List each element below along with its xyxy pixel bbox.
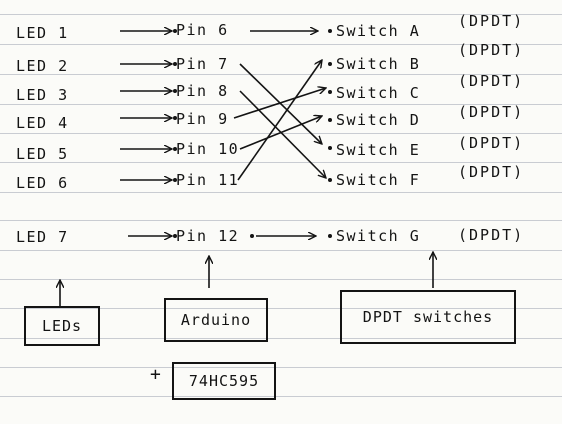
- switch-type: (DPDT): [458, 134, 525, 152]
- switch-dot: [328, 90, 332, 94]
- switch-dot: [328, 178, 332, 182]
- switch-type: (DPDT): [458, 226, 525, 244]
- plus-sign: +: [150, 364, 161, 385]
- switch-dot: [328, 29, 332, 33]
- wire-pin8-switch-f: [239, 90, 326, 178]
- switch-dot: [328, 62, 332, 66]
- pin-dot: [173, 178, 177, 182]
- pin-dot: [173, 234, 177, 238]
- switch-label: Switch A: [336, 22, 421, 40]
- switch-label: Switch C: [336, 84, 421, 102]
- switch-dot: [328, 146, 332, 150]
- switch-type: (DPDT): [458, 103, 525, 121]
- led-label: LED 6: [16, 174, 69, 192]
- switch-type: (DPDT): [458, 12, 525, 30]
- switch-label: Switch F: [336, 171, 421, 189]
- ruled-line: [0, 192, 562, 193]
- led-label: LED 7: [16, 228, 69, 246]
- ruled-line: [0, 396, 562, 397]
- ruled-line: [0, 250, 562, 251]
- ruled-line: [0, 74, 562, 75]
- pin-dot: [173, 89, 177, 93]
- pin-label: Pin 9: [176, 110, 229, 128]
- switch-dot: [328, 118, 332, 122]
- ruled-line: [0, 220, 562, 221]
- shift-register-box: 74HC595: [172, 362, 276, 400]
- switch-dot: [328, 234, 332, 238]
- pin-dot: [173, 147, 177, 151]
- pin-dot: [173, 62, 177, 66]
- pin-label: Pin 8: [176, 82, 229, 100]
- wire-pin9-switch-c: [233, 88, 326, 119]
- switch-label: Switch D: [336, 111, 421, 129]
- dpdt-switches-box: DPDT switches: [340, 290, 516, 344]
- wire-pin7-switch-e: [239, 63, 322, 144]
- ruled-line: [0, 14, 562, 15]
- led-label: LED 1: [16, 24, 69, 42]
- ruled-line: [0, 279, 562, 280]
- arduino-box: Arduino: [164, 298, 268, 342]
- ruled-line: [0, 367, 562, 368]
- pin-label: Pin 11: [176, 171, 240, 189]
- pin12-end-dot: [250, 234, 254, 238]
- pin-dot: [173, 29, 177, 33]
- wire-pin10-switch-d: [239, 116, 322, 150]
- led-label: LED 5: [16, 145, 69, 163]
- switch-type: (DPDT): [458, 163, 525, 181]
- switch-label: Switch B: [336, 55, 421, 73]
- pin-label: Pin 7: [176, 55, 229, 73]
- led-label: LED 4: [16, 114, 69, 132]
- switch-type: (DPDT): [458, 41, 525, 59]
- ruled-line: [0, 162, 562, 163]
- leds-box: LEDs: [24, 306, 100, 346]
- led-label: LED 3: [16, 86, 69, 104]
- pin-label: Pin 6: [176, 21, 229, 39]
- switch-label: Switch G: [336, 227, 421, 245]
- switch-label: Switch E: [336, 141, 421, 159]
- pin-dot: [173, 116, 177, 120]
- pin-label: Pin 12: [176, 227, 240, 245]
- ruled-line: [0, 308, 562, 309]
- wire-pin11-switch-b: [237, 60, 322, 181]
- ruled-line: [0, 338, 562, 339]
- pin-label: Pin 10: [176, 140, 240, 158]
- switch-type: (DPDT): [458, 72, 525, 90]
- ruled-line: [0, 44, 562, 45]
- led-label: LED 2: [16, 57, 69, 75]
